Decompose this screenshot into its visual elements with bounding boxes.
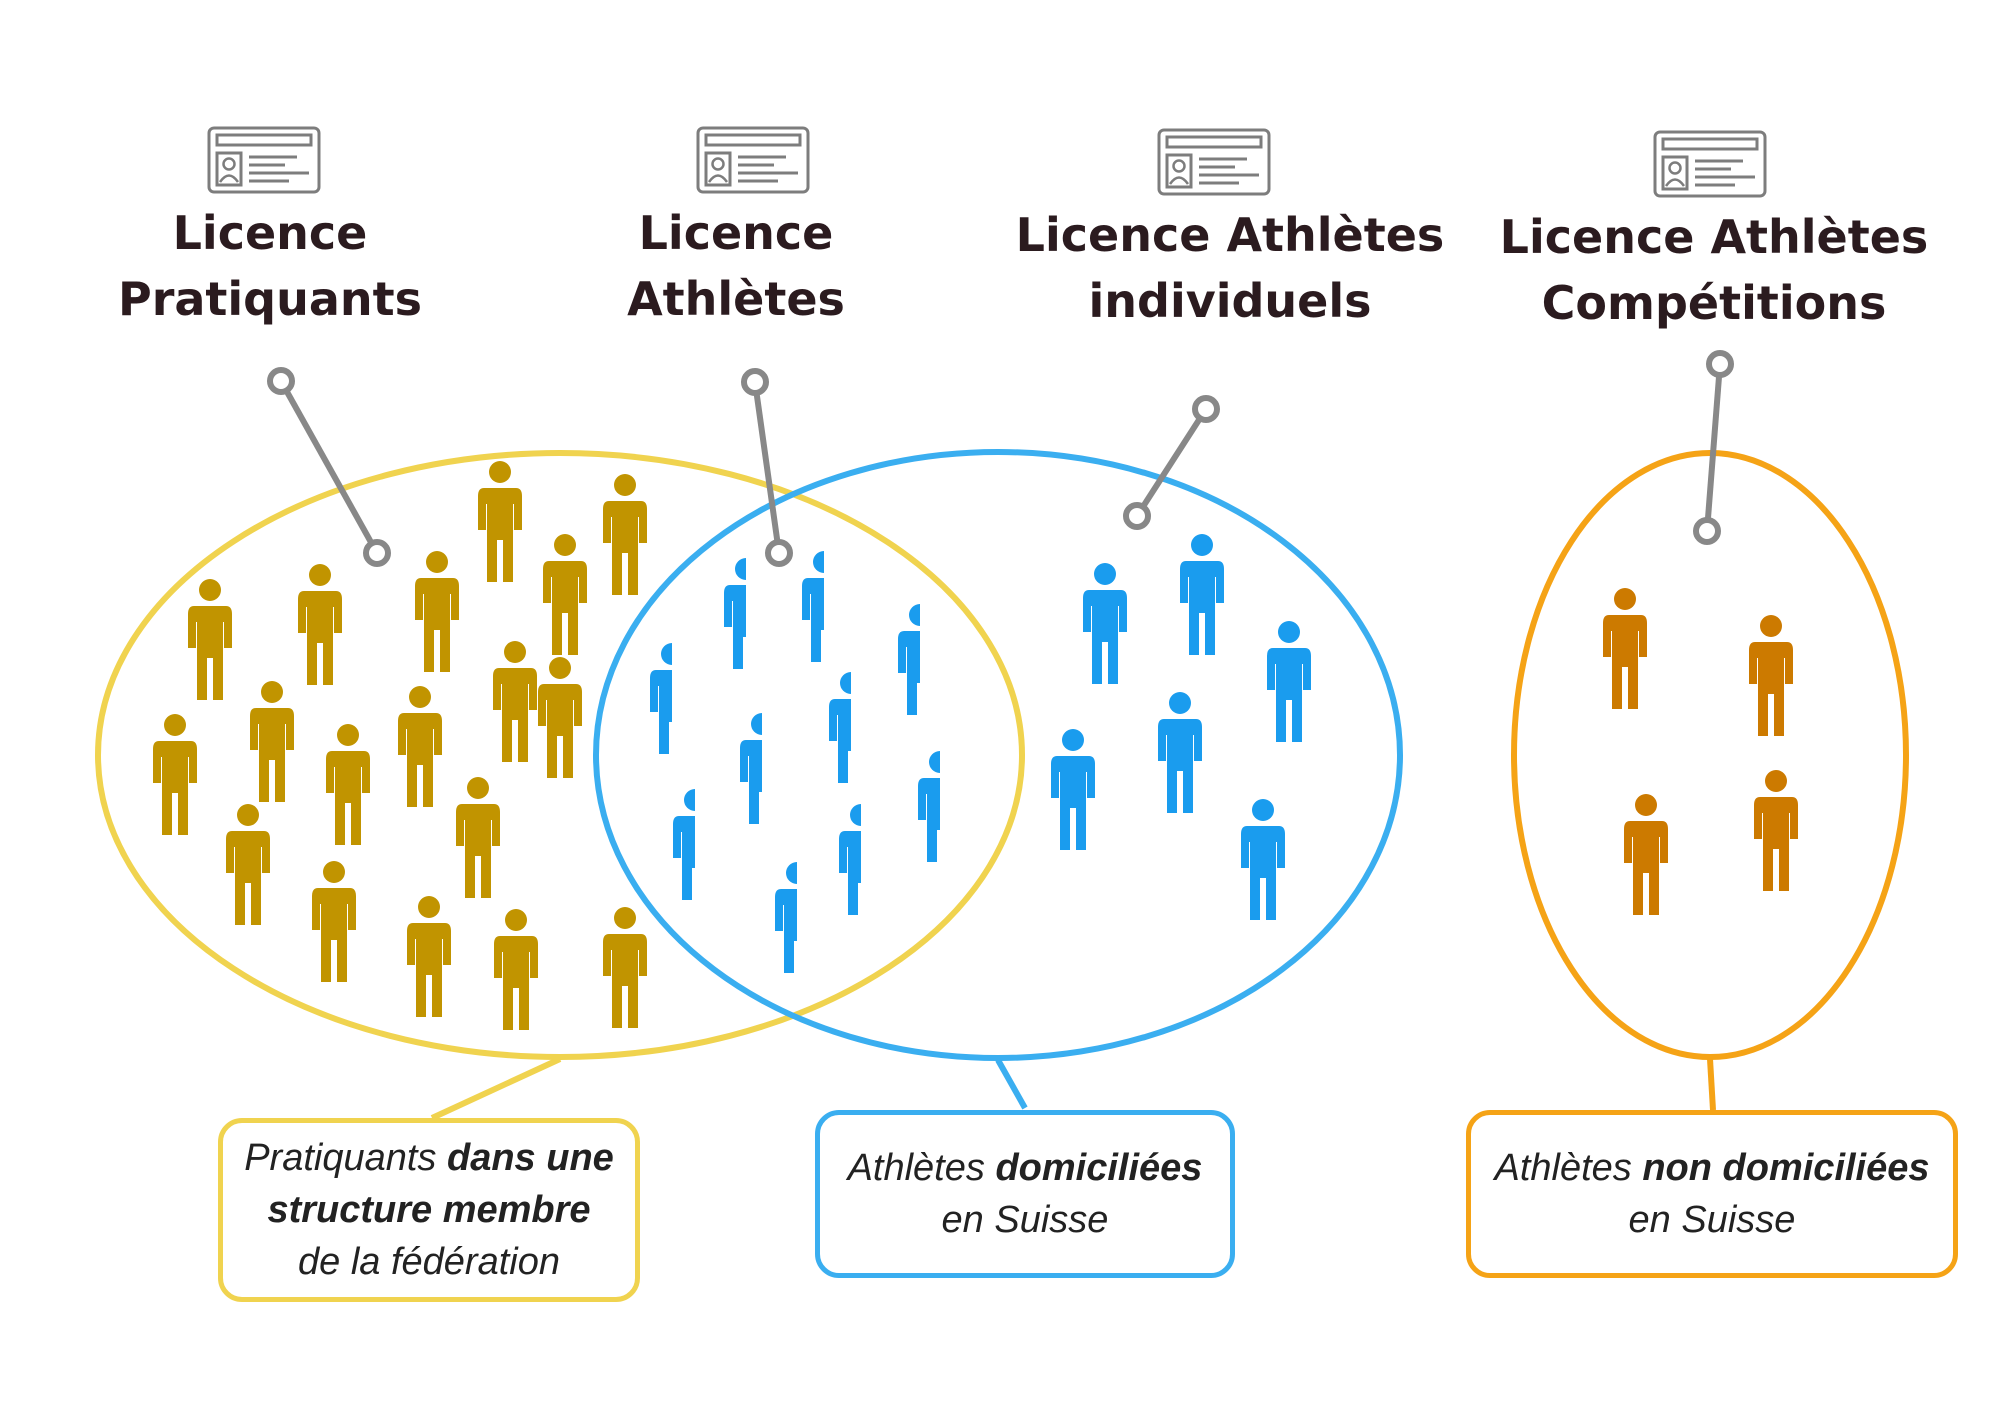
person-icon-athlete [1051, 729, 1095, 850]
person-icon-pratiquant [250, 681, 294, 802]
label-line: en Suisse [820, 1194, 1230, 1246]
person-icon-pratiquant [603, 907, 647, 1028]
title-line: Licence Athlètes [1015, 208, 1445, 262]
label-text: en Suisse [941, 1199, 1109, 1241]
person-icon-athlete [1158, 692, 1202, 813]
person-icon-both-licences [802, 551, 846, 672]
label-text: Athlètes [1494, 1147, 1643, 1189]
title-licence-athletes-individuels: Licence Athlètes individuels [1010, 202, 1450, 334]
person-icon-competition [1603, 588, 1647, 709]
title-line: Compétitions [1541, 276, 1887, 330]
label-line: structure membre [223, 1184, 635, 1236]
title-pins [267, 350, 1734, 567]
pin-marker [363, 539, 391, 567]
person-icon-both-licences [650, 643, 694, 764]
person-icon-competition [1754, 770, 1798, 891]
competitions-ellipse [1511, 450, 1909, 1060]
licence-card-icon [207, 126, 321, 194]
title-licence-pratiquants: Licence Pratiquants [110, 200, 430, 332]
person-icon-pratiquant [298, 564, 342, 685]
people-group [153, 461, 1798, 1030]
person-icon-athlete [1241, 799, 1285, 920]
pin-marker [1192, 395, 1220, 423]
label-bold-text: domiciliées [995, 1147, 1203, 1189]
label-text: Pratiquants [244, 1137, 447, 1179]
person-icon-athlete [1083, 563, 1127, 684]
label-domiciliees: Athlètes domiciliées en Suisse [815, 1110, 1235, 1278]
title-line: Pratiquants [117, 272, 423, 326]
licence-card-icon [696, 126, 810, 194]
person-icon-both-licences [829, 672, 873, 793]
title-line: Licence Athlètes [1499, 210, 1929, 264]
label-bold-text: non domiciliées [1642, 1147, 1930, 1189]
person-icon-both-licences [740, 713, 784, 834]
person-icon-competition [1624, 794, 1668, 915]
pin-marker [1693, 517, 1721, 545]
person-icon-athlete [1180, 534, 1224, 655]
person-icon-both-licences [673, 789, 717, 910]
pin-marker [765, 539, 793, 567]
person-icon-pratiquant [226, 804, 270, 925]
label-text: Athlètes [847, 1147, 996, 1189]
person-icon-pratiquant [543, 534, 587, 655]
pin-marker [741, 368, 769, 396]
label-non-domiciliees: Athlètes non domiciliées en Suisse [1466, 1110, 1958, 1278]
pratiquants-ellipse [95, 450, 1025, 1060]
person-icon-pratiquant [153, 714, 197, 835]
person-icon-pratiquant [326, 724, 370, 845]
person-icon-pratiquant [478, 461, 522, 582]
label-pratiquants: Pratiquants dans une structure membre de… [218, 1118, 640, 1302]
athletes-ellipse [593, 449, 1403, 1061]
person-icon-pratiquant [407, 896, 451, 1017]
pin-marker [1123, 502, 1151, 530]
label-line: de la fédération [223, 1236, 635, 1288]
licence-card-icon [1157, 128, 1271, 196]
label-bold-text: structure membre [267, 1189, 591, 1231]
label-line: Athlètes non domiciliées [1471, 1142, 1953, 1194]
person-icon-pratiquant [188, 579, 232, 700]
label-text: de la fédération [298, 1241, 560, 1283]
person-icon-both-licences [898, 604, 942, 725]
title-licence-athletes-competitions: Licence Athlètes Compétitions [1494, 204, 1934, 336]
label-text: en Suisse [1628, 1199, 1796, 1241]
title-line: Licence [172, 206, 368, 260]
licence-card-icon [1653, 130, 1767, 198]
competitions-label-connector [1707, 1058, 1716, 1111]
person-icon-pratiquant [398, 686, 442, 807]
person-icon-pratiquant [415, 551, 459, 672]
pin-marker [1706, 350, 1734, 378]
person-icon-pratiquant [538, 657, 582, 778]
label-bold-text: dans une [446, 1137, 614, 1179]
person-icon-both-licences [775, 862, 819, 983]
label-line: en Suisse [1471, 1194, 1953, 1246]
person-icon-pratiquant [493, 641, 537, 762]
pin-marker [267, 367, 295, 395]
title-licence-athletes: Licence Athlètes [596, 200, 876, 332]
athletes-label-connector [995, 1058, 1028, 1110]
person-icon-both-licences [724, 558, 768, 679]
label-line: Athlètes domiciliées [820, 1142, 1230, 1194]
person-icon-athlete [1267, 621, 1311, 742]
person-icon-pratiquant [312, 861, 356, 982]
person-icon-both-licences [839, 804, 883, 925]
person-icon-pratiquant [494, 909, 538, 1030]
person-icon-pratiquant [603, 474, 647, 595]
label-line: Pratiquants dans une [223, 1132, 635, 1184]
person-icon-both-licences [918, 751, 962, 872]
person-icon-competition [1749, 615, 1793, 736]
title-line: Athlètes [627, 272, 845, 326]
title-line: Licence [638, 206, 834, 260]
person-icon-pratiquant [456, 777, 500, 898]
pratiquants-label-connector [430, 1056, 562, 1121]
title-line: individuels [1088, 274, 1372, 328]
